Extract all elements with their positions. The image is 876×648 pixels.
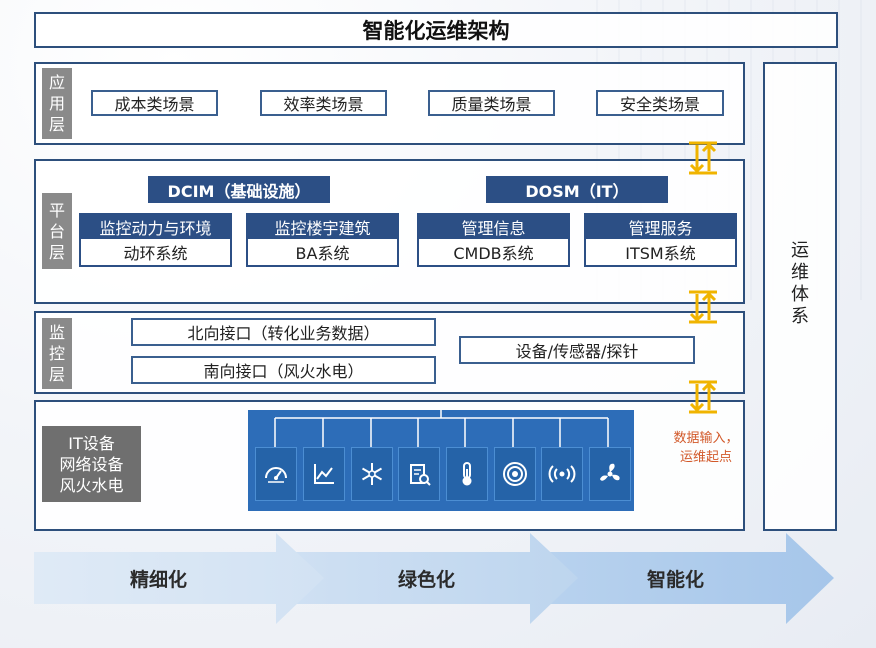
label-char: 用 bbox=[48, 94, 65, 113]
line-chart-icon bbox=[303, 447, 345, 501]
ops-system-label: 运 维 体 系 bbox=[763, 240, 837, 328]
scene-security: 安全类场景 bbox=[596, 90, 724, 116]
arrow-label-green: 绿色化 bbox=[398, 569, 456, 591]
south-interface: 南向接口（风火水电） bbox=[131, 356, 436, 384]
label-char: 台 bbox=[48, 221, 65, 241]
system-name: ITSM系统 bbox=[625, 244, 696, 263]
wireless-signal-icon bbox=[541, 447, 583, 501]
device-category: 风火水电 bbox=[59, 475, 124, 495]
arrow-refined bbox=[34, 533, 324, 624]
system-power-environment: 监控动力与环境 动环系统 bbox=[79, 213, 232, 267]
system-function: 监控动力与环境 bbox=[81, 215, 230, 239]
progression-arrows bbox=[34, 533, 834, 624]
dosm-header: DOSM（IT） bbox=[486, 176, 668, 203]
system-name: CMDB系统 bbox=[453, 244, 534, 263]
label-char: 控 bbox=[48, 344, 65, 363]
speed-gauge-icon bbox=[255, 447, 297, 501]
system-name: BA系统 bbox=[295, 244, 350, 263]
device-categories: IT设备 网络设备 风火水电 bbox=[42, 426, 141, 502]
north-interface: 北向接口（转化业务数据） bbox=[131, 318, 436, 346]
snowflake-icon bbox=[351, 447, 393, 501]
arrow-label-intelligent: 智能化 bbox=[647, 569, 705, 591]
system-itsm: 管理服务 ITSM系统 bbox=[584, 213, 737, 267]
platform-layer-label: 平 台 层 bbox=[42, 193, 72, 269]
system-cmdb: 管理信息 CMDB系统 bbox=[417, 213, 570, 267]
scene-efficiency: 效率类场景 bbox=[260, 90, 387, 116]
arrow-intelligent bbox=[544, 533, 834, 624]
arrow-label-refined: 精细化 bbox=[130, 569, 188, 591]
arrow-green bbox=[289, 533, 578, 624]
label-char: 层 bbox=[48, 242, 65, 262]
label-char: 平 bbox=[48, 200, 65, 220]
bidirectional-arrow-icon bbox=[689, 141, 717, 175]
system-function: 监控楼宇建筑 bbox=[248, 215, 397, 239]
system-building: 监控楼宇建筑 BA系统 bbox=[246, 213, 399, 267]
scene-cost: 成本类场景 bbox=[91, 90, 218, 116]
bidirectional-arrow-icon bbox=[689, 380, 717, 414]
label-char: 维 bbox=[791, 262, 809, 283]
label-char: 体 bbox=[791, 284, 809, 305]
monitoring-layer-label: 监 控 层 bbox=[42, 318, 72, 389]
label-char: 层 bbox=[48, 115, 65, 134]
label-char: 监 bbox=[48, 323, 65, 342]
dcim-header: DCIM（基础设施） bbox=[148, 176, 330, 203]
fan-icon bbox=[589, 447, 631, 501]
clipboard-search-icon bbox=[398, 447, 440, 501]
scene-quality: 质量类场景 bbox=[428, 90, 555, 116]
bidirectional-arrow-icon bbox=[689, 290, 717, 324]
system-function: 管理服务 bbox=[586, 215, 735, 239]
note-line: 运维起点 bbox=[679, 450, 732, 465]
label-char: 运 bbox=[791, 240, 809, 261]
device-connector-tree bbox=[274, 406, 609, 447]
label-char: 应 bbox=[48, 73, 65, 92]
label-char: 系 bbox=[791, 306, 809, 327]
note-line: 数据输入， bbox=[673, 431, 739, 446]
system-name: 动环系统 bbox=[123, 244, 188, 263]
diagram-title: 智能化运维架构 bbox=[34, 12, 838, 48]
data-input-note: 数据输入， 运维起点 bbox=[666, 429, 746, 467]
target-rings-icon bbox=[494, 447, 536, 501]
application-layer-label: 应 用 层 bbox=[42, 68, 72, 139]
thermometer-icon bbox=[446, 447, 488, 501]
device-category: 网络设备 bbox=[59, 454, 124, 474]
system-function: 管理信息 bbox=[419, 215, 568, 239]
label-char: 层 bbox=[48, 365, 65, 384]
ops-system-column bbox=[763, 62, 837, 531]
device-category: IT设备 bbox=[68, 433, 115, 453]
devices-sensors-probes: 设备/传感器/探针 bbox=[459, 336, 695, 364]
